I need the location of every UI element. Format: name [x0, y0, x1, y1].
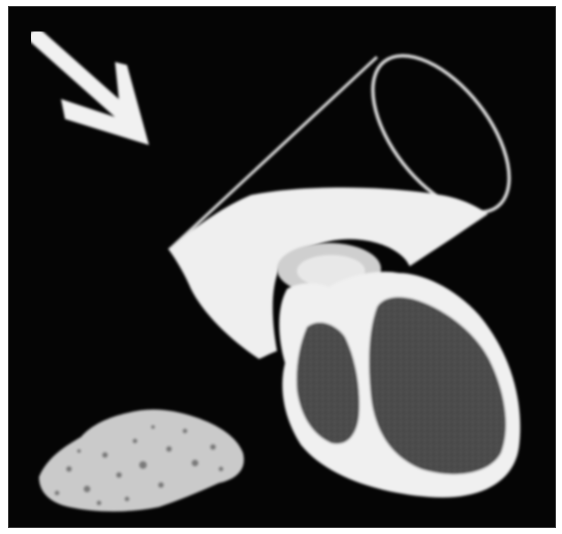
stone-fragment — [39, 410, 244, 512]
heart-structure — [277, 243, 520, 498]
arrow-icon — [37, 37, 149, 145]
image-frame — [8, 6, 556, 528]
schematic-illustration — [9, 7, 555, 527]
